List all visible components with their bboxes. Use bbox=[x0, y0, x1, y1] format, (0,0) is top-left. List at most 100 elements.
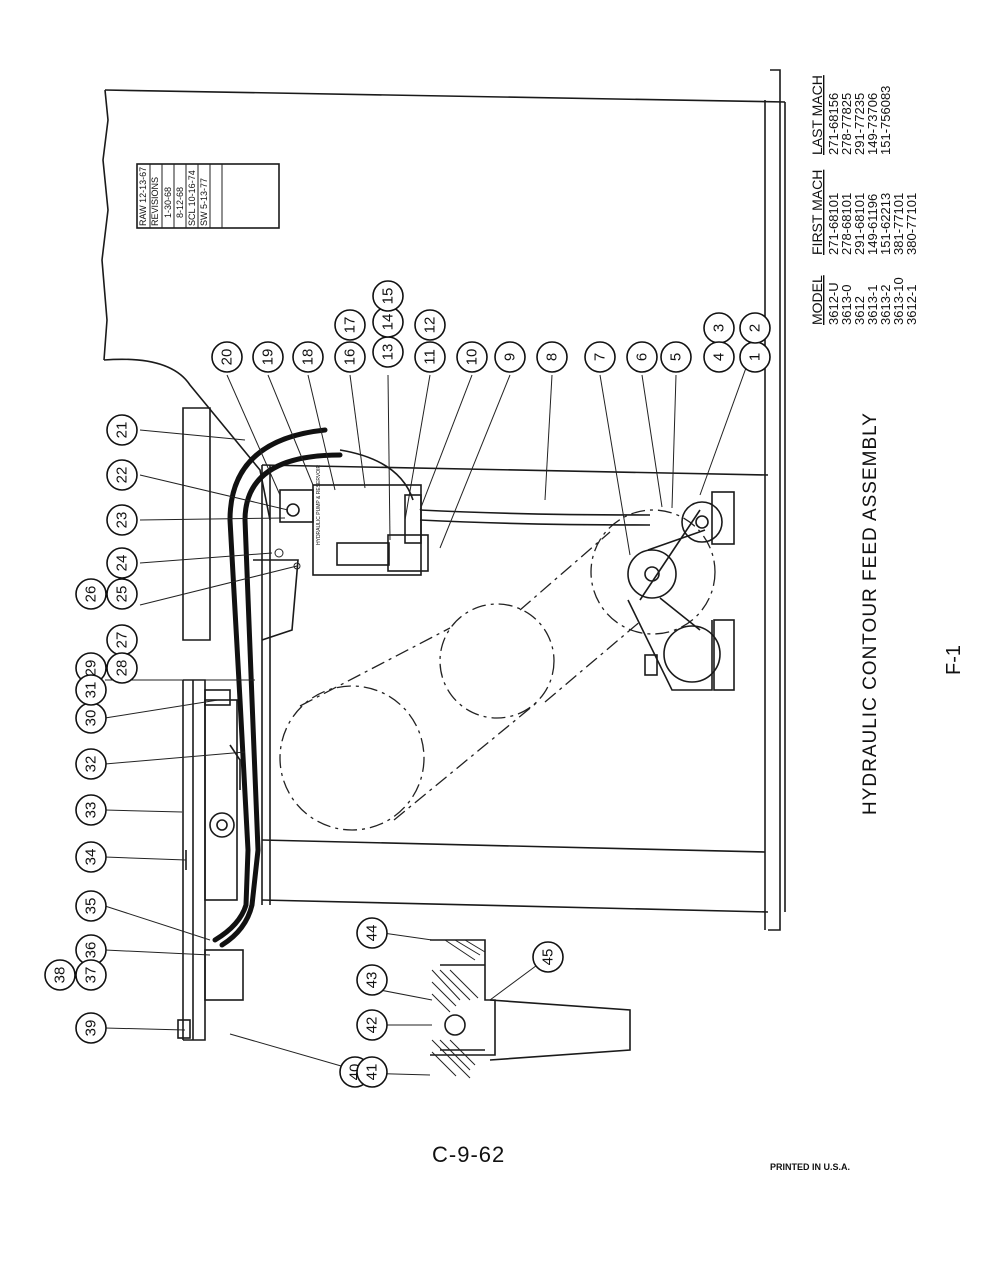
callout-24: 24 bbox=[106, 547, 138, 579]
callout-38: 38 bbox=[44, 959, 76, 991]
callout-number: 35 bbox=[83, 898, 100, 915]
callout-circle bbox=[75, 959, 107, 991]
table-cell: 3612-1 bbox=[904, 285, 919, 325]
callout-circle bbox=[356, 1056, 388, 1088]
callout-number: 19 bbox=[260, 349, 277, 366]
callout-circle bbox=[334, 309, 366, 341]
callout-number: 30 bbox=[83, 710, 100, 727]
callout-number: 44 bbox=[364, 925, 381, 942]
callout-14: 14 bbox=[372, 306, 404, 338]
callout-circle bbox=[414, 309, 446, 341]
hatched-section bbox=[431, 939, 486, 1079]
callout-33: 33 bbox=[75, 794, 107, 826]
revisions-block: RAW 12-13-67 REVISIONS 1-30-68 8-12-68 S… bbox=[136, 163, 280, 229]
callout-number: 36 bbox=[83, 942, 100, 959]
callout-number: 6 bbox=[634, 353, 651, 361]
first-mach-col-header: FIRST MACH bbox=[809, 170, 825, 255]
belt-drive bbox=[279, 491, 735, 831]
callout-13: 13 bbox=[372, 336, 404, 368]
printed-note: PRINTED IN U.S.A. bbox=[770, 1162, 851, 1172]
callout-circle bbox=[106, 504, 138, 536]
revision-entry: 8-12-68 bbox=[175, 187, 185, 218]
callout-circle bbox=[106, 652, 138, 684]
machine-frame bbox=[101, 69, 786, 931]
table-cell: 271-68101 bbox=[826, 193, 841, 255]
callout-circle bbox=[75, 794, 107, 826]
callout-number: 43 bbox=[364, 972, 381, 989]
table-cell: 271-68156 bbox=[826, 93, 841, 155]
callout-circle bbox=[106, 578, 138, 610]
callout-9: 9 bbox=[494, 341, 526, 373]
revisions-header: REVISIONS bbox=[150, 177, 160, 226]
callout-number: 9 bbox=[502, 353, 519, 361]
callout-circle bbox=[106, 547, 138, 579]
model-rows: 3612-U 271-68101 271-68156 3613-0 278-68… bbox=[826, 86, 919, 325]
table-cell: 278-77825 bbox=[839, 93, 854, 155]
table-assembly bbox=[177, 679, 244, 1041]
callout-15: 15 bbox=[372, 280, 404, 312]
revision-entry: SW 5-13-77 bbox=[199, 178, 209, 226]
callout-circle bbox=[292, 341, 324, 373]
callout-number: 10 bbox=[464, 349, 481, 366]
callout-circle bbox=[75, 890, 107, 922]
table-cell: 381-77101 bbox=[891, 193, 906, 255]
callout-number: 13 bbox=[380, 344, 397, 361]
callout-6: 6 bbox=[626, 341, 658, 373]
table-cell: 3612 bbox=[852, 296, 867, 325]
callout-16: 16 bbox=[334, 341, 366, 373]
callout-10: 10 bbox=[456, 341, 488, 373]
revision-entry: 1-30-68 bbox=[163, 187, 173, 218]
callout-26: 26 bbox=[75, 578, 107, 610]
callout-number: 45 bbox=[540, 949, 557, 966]
table-cell: 3613-1 bbox=[865, 285, 880, 325]
callout-circle bbox=[75, 1012, 107, 1044]
table-cell: 380-77101 bbox=[904, 193, 919, 255]
table-cell: 291-68101 bbox=[852, 193, 867, 255]
callout-39: 39 bbox=[75, 1012, 107, 1044]
callout-7: 7 bbox=[584, 341, 616, 373]
callout-number: 31 bbox=[83, 682, 100, 699]
callout-number: 8 bbox=[544, 353, 561, 361]
hoses bbox=[212, 427, 651, 948]
callout-circle bbox=[739, 312, 771, 344]
callout-number: 34 bbox=[83, 849, 100, 866]
callout-circle bbox=[106, 459, 138, 491]
callout-circle bbox=[44, 959, 76, 991]
callout-circle bbox=[356, 917, 388, 949]
callout-37: 37 bbox=[75, 959, 107, 991]
table-cell: 3613-2 bbox=[878, 285, 893, 325]
callout-number: 28 bbox=[114, 660, 131, 677]
callout-30: 30 bbox=[75, 702, 107, 734]
table-cell: 151-62213 bbox=[878, 193, 893, 255]
callout-number: 42 bbox=[364, 1017, 381, 1034]
callout-17: 17 bbox=[334, 309, 366, 341]
callout-circle bbox=[75, 674, 107, 706]
table-cell: 151-756083 bbox=[878, 86, 893, 155]
callout-circle bbox=[626, 341, 658, 373]
callout-3: 3 bbox=[703, 312, 735, 344]
callout-18: 18 bbox=[292, 341, 324, 373]
callout-21: 21 bbox=[106, 414, 138, 446]
callout-27: 27 bbox=[106, 624, 138, 656]
revisions-header-top: RAW 12-13-67 bbox=[138, 167, 148, 226]
callout-2: 2 bbox=[739, 312, 771, 344]
callout-circle bbox=[356, 1009, 388, 1041]
callout-32: 32 bbox=[75, 748, 107, 780]
callout-28: 28 bbox=[106, 652, 138, 684]
callout-number: 22 bbox=[114, 467, 131, 484]
callout-36: 36 bbox=[75, 934, 107, 966]
callout-circle bbox=[414, 341, 446, 373]
callout-23: 23 bbox=[106, 504, 138, 536]
callout-number: 23 bbox=[114, 512, 131, 529]
table-cell: 3612-U bbox=[826, 282, 841, 325]
table-cell: 149-73706 bbox=[865, 93, 880, 155]
callout-number: 15 bbox=[380, 288, 397, 305]
figure-id: F-1 bbox=[943, 645, 965, 675]
callout-circle bbox=[494, 341, 526, 373]
callout-8: 8 bbox=[536, 341, 568, 373]
callout-circle bbox=[334, 341, 366, 373]
callout-circle bbox=[703, 341, 735, 373]
callout-4: 4 bbox=[703, 341, 735, 373]
table-cell: 291-77235 bbox=[852, 93, 867, 155]
callout-number: 32 bbox=[83, 756, 100, 773]
